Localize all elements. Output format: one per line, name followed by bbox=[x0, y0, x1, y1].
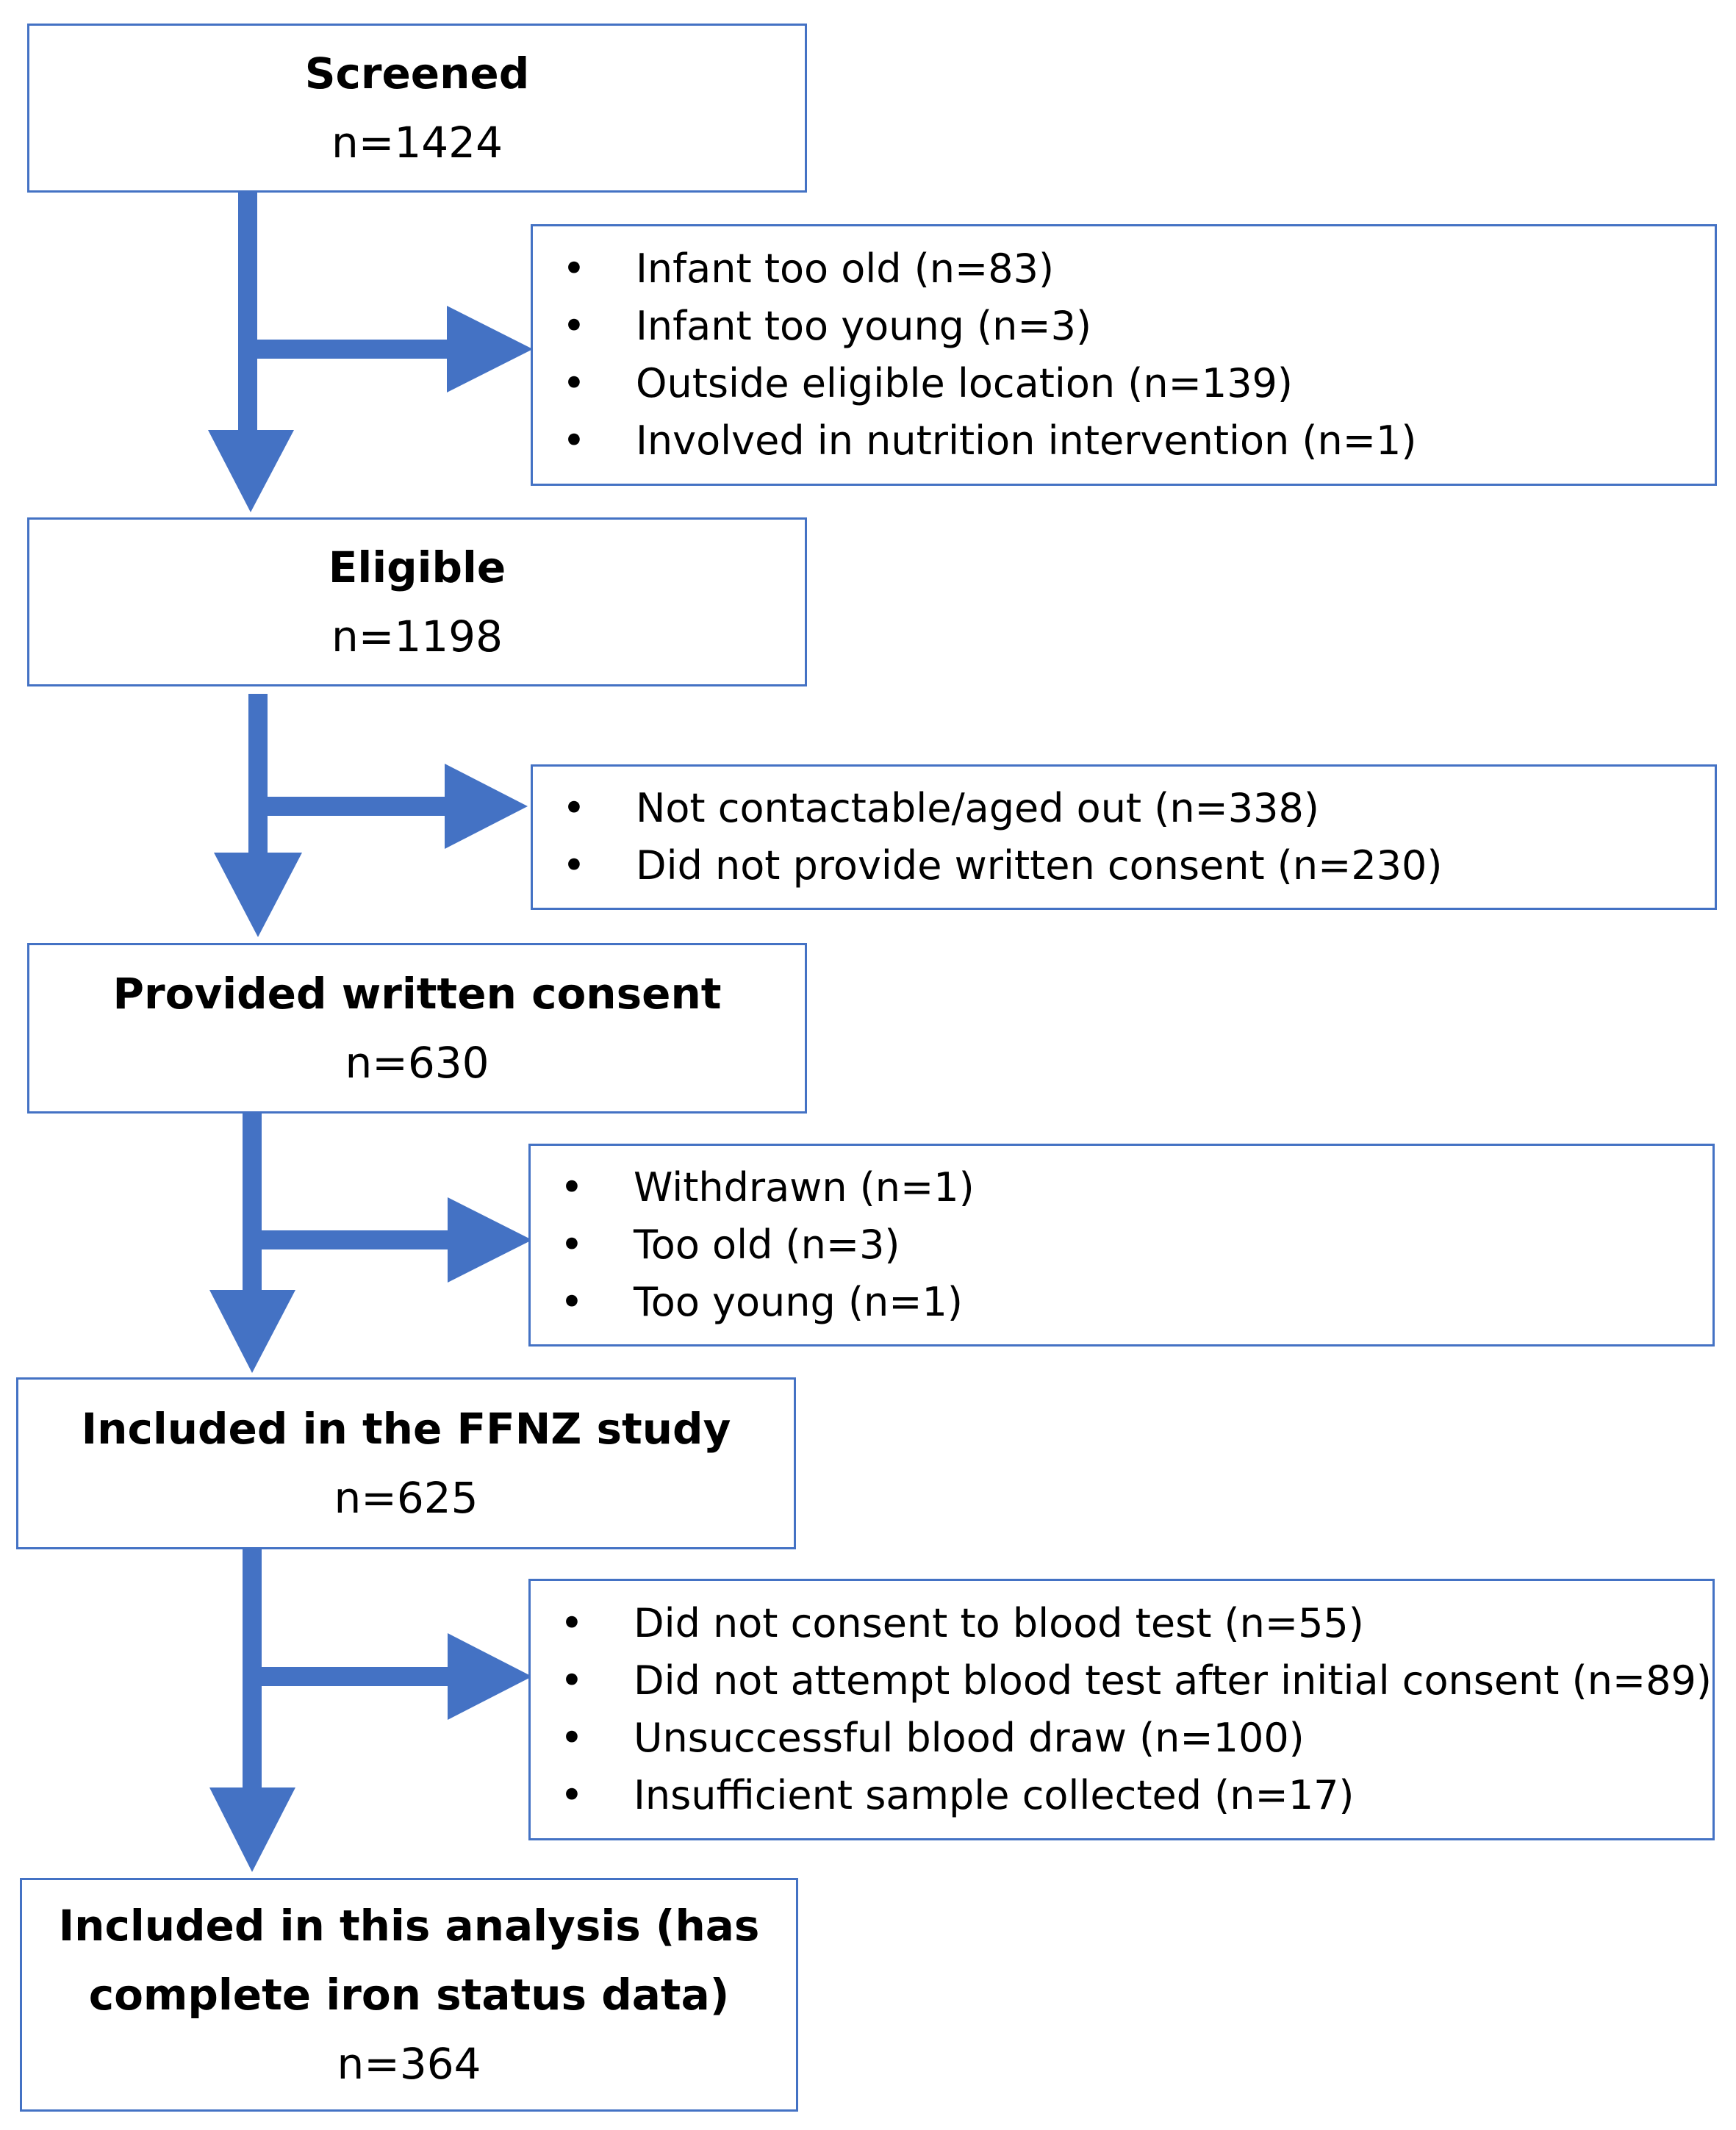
stage-title-line-2: complete iron status data) bbox=[88, 1970, 730, 2020]
stage-this-analysis: Included in this analysis (has complete … bbox=[20, 1878, 798, 2112]
exclusion-item: Too old (n=3) bbox=[560, 1216, 1712, 1274]
exclusion-item: Outside eligible location (n=139) bbox=[562, 355, 1715, 412]
stage-ffnz-study: Included in the FFNZ study n=625 bbox=[16, 1377, 796, 1549]
exclusion-item: Infant too old (n=83) bbox=[562, 240, 1715, 298]
exclusions-blood-test: Did not consent to blood test (n=55) Did… bbox=[528, 1579, 1715, 1840]
exclusion-list: Withdrawn (n=1) Too old (n=3) Too young … bbox=[560, 1159, 1712, 1331]
down-arrow-2-shaft bbox=[248, 694, 268, 857]
exclusion-item: Insufficient sample collected (n=17) bbox=[560, 1767, 1712, 1824]
stage-title: Screened bbox=[304, 49, 530, 98]
stage-title: Provided written consent bbox=[112, 969, 722, 1019]
exclusion-item: Too young (n=1) bbox=[560, 1274, 1712, 1331]
down-arrow-2-head bbox=[214, 853, 302, 937]
side-arrow-1-head bbox=[447, 306, 533, 392]
side-arrow-4-head bbox=[448, 1633, 532, 1720]
stage-screened: Screened n=1424 bbox=[27, 24, 807, 193]
exclusions-after-consent: Withdrawn (n=1) Too old (n=3) Too young … bbox=[528, 1144, 1715, 1347]
exclusion-list: Did not consent to blood test (n=55) Did… bbox=[560, 1595, 1712, 1824]
exclusion-item: Did not attempt blood test after initial… bbox=[560, 1652, 1712, 1710]
side-arrow-4-shaft bbox=[252, 1667, 452, 1686]
down-arrow-3-head bbox=[209, 1290, 295, 1373]
side-arrow-3-shaft bbox=[252, 1230, 452, 1249]
exclusion-list: Not contactable/aged out (n=338) Did not… bbox=[562, 780, 1715, 894]
exclusion-item: Unsuccessful blood draw (n=100) bbox=[560, 1710, 1712, 1767]
exclusion-item: Infant too young (n=3) bbox=[562, 298, 1715, 355]
down-arrow-1-shaft bbox=[238, 193, 257, 435]
exclusion-list: Infant too old (n=83) Infant too young (… bbox=[562, 240, 1715, 470]
stage-count: n=364 bbox=[337, 2039, 481, 2089]
stage-title: Included in the FFNZ study bbox=[81, 1404, 731, 1454]
stage-eligible: Eligible n=1198 bbox=[27, 517, 807, 686]
side-arrow-2-head bbox=[445, 764, 528, 849]
stage-count: n=1198 bbox=[331, 612, 503, 661]
side-arrow-1-shaft bbox=[248, 340, 452, 359]
down-arrow-4-head bbox=[209, 1787, 295, 1872]
exclusion-item: Did not consent to blood test (n=55) bbox=[560, 1595, 1712, 1652]
exclusion-item: Did not provide written consent (n=230) bbox=[562, 837, 1715, 894]
exclusions-after-screening: Infant too old (n=83) Infant too young (… bbox=[531, 224, 1717, 486]
stage-title: Eligible bbox=[328, 542, 506, 592]
stage-count: n=625 bbox=[334, 1473, 478, 1523]
down-arrow-3-shaft bbox=[243, 1114, 262, 1295]
side-arrow-2-shaft bbox=[258, 797, 450, 816]
side-arrow-3-head bbox=[448, 1197, 532, 1283]
down-arrow-1-head bbox=[208, 430, 294, 512]
stage-count: n=1424 bbox=[331, 118, 503, 168]
exclusion-item: Not contactable/aged out (n=338) bbox=[562, 780, 1715, 837]
exclusion-item: Involved in nutrition intervention (n=1) bbox=[562, 412, 1715, 470]
stage-count: n=630 bbox=[345, 1038, 489, 1088]
stage-written-consent: Provided written consent n=630 bbox=[27, 943, 807, 1114]
exclusions-after-eligibility: Not contactable/aged out (n=338) Did not… bbox=[531, 764, 1717, 910]
exclusion-item: Withdrawn (n=1) bbox=[560, 1159, 1712, 1216]
stage-title-line-1: Included in this analysis (has bbox=[58, 1901, 760, 1951]
